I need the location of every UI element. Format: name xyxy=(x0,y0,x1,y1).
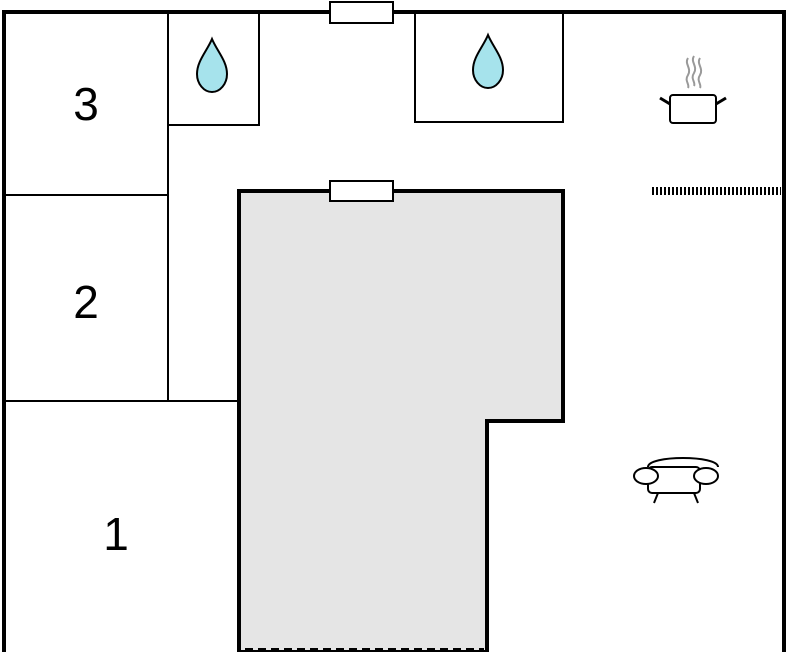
bathroom-left xyxy=(167,14,260,126)
water-drop-icon xyxy=(471,32,505,90)
window-top xyxy=(329,1,394,24)
room-label-1: 1 xyxy=(103,508,129,560)
cooking-pot-icon xyxy=(659,55,727,124)
bathroom-right xyxy=(414,14,564,123)
courtyard xyxy=(237,189,565,652)
water-drop-icon xyxy=(195,36,229,94)
window-courtyard xyxy=(329,180,394,202)
room-label-2: 2 xyxy=(73,276,99,328)
sofa-icon xyxy=(633,457,719,504)
room-label-3: 3 xyxy=(73,78,99,130)
